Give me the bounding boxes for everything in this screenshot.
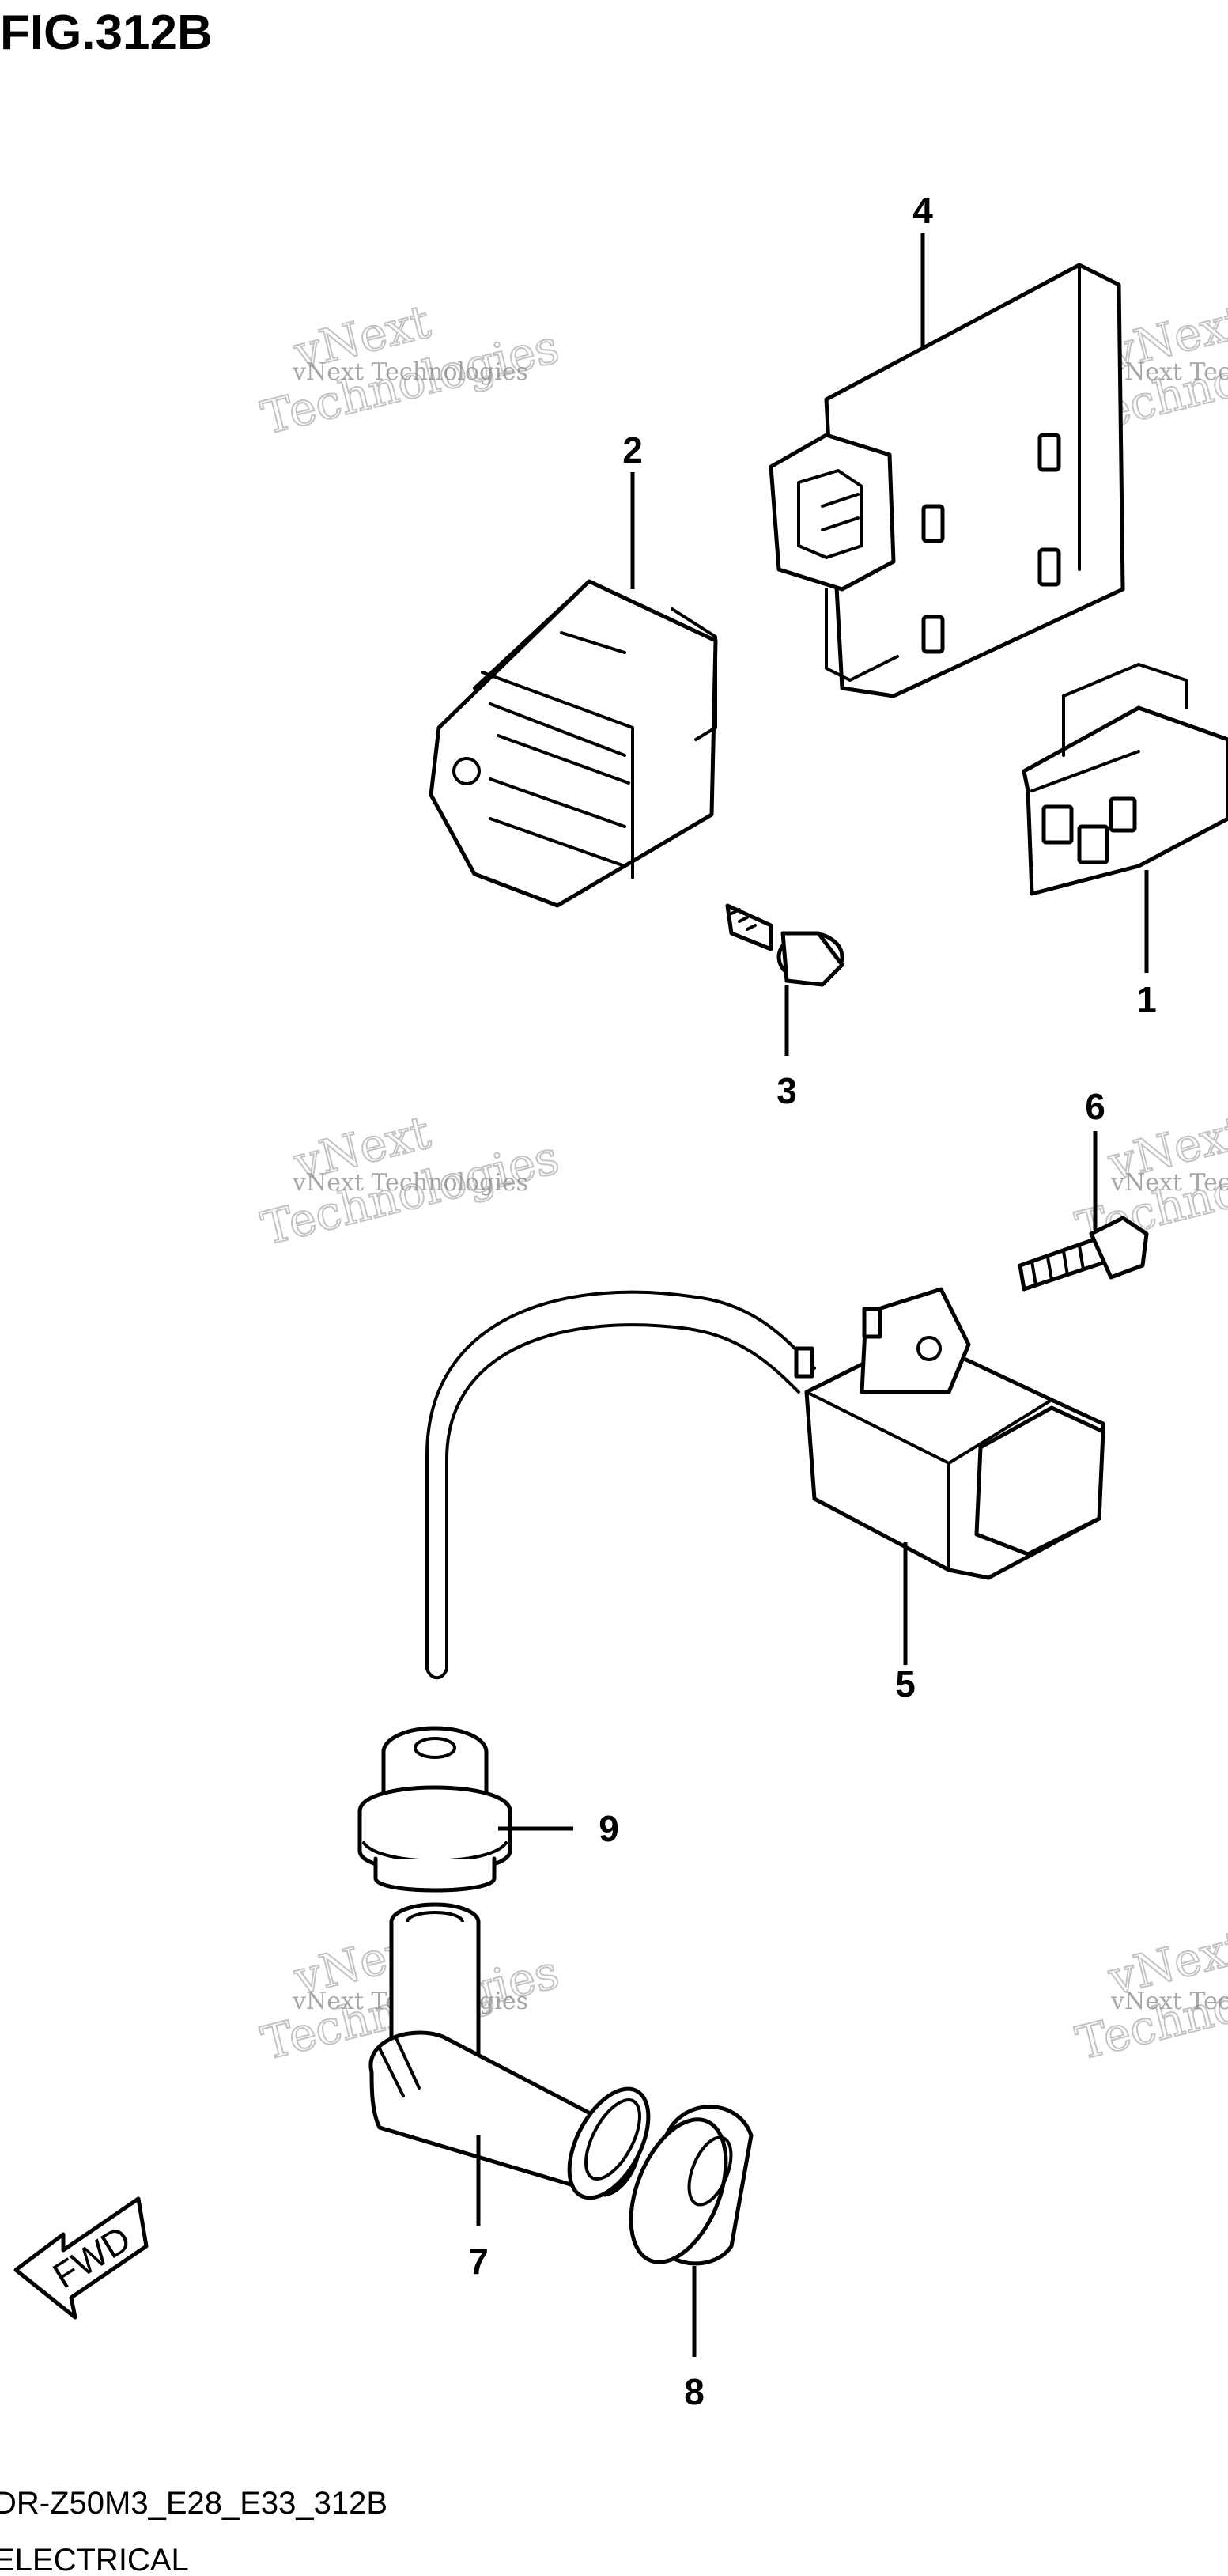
part-4-cdi-unit	[769, 263, 1125, 698]
callout-6: 6	[1085, 1086, 1105, 1127]
fwd-direction-marker: FWD	[13, 2196, 149, 2320]
watermark-text: vNext Technologies	[1110, 358, 1228, 386]
watermark-text: vNext Technologies	[1110, 1988, 1228, 2015]
callout-2: 2	[622, 429, 643, 471]
callout-3: 3	[776, 1070, 797, 1111]
callout-4: 4	[912, 190, 933, 231]
part-6-bolt	[1018, 1216, 1149, 1292]
part-5-ignition-coil	[425, 1287, 1105, 1680]
watermark-text: vNext Technologies	[292, 1169, 528, 1197]
callout-1: 1	[1136, 979, 1157, 1020]
part-9-grommet	[357, 1726, 512, 1893]
watermark-text: vNext Technologies	[1110, 1169, 1228, 1197]
part-3-bolt	[725, 903, 844, 987]
callout-7: 7	[468, 2241, 489, 2282]
figure-code: DR-Z50M3_E28_E33_312B	[0, 2486, 387, 2521]
callout-5: 5	[895, 1663, 916, 1704]
watermark-text: vNext Technologies	[292, 358, 528, 386]
callout-9: 9	[599, 1808, 619, 1849]
part-7-plug-cap	[368, 1902, 651, 2200]
figure-title: FIG.312B	[0, 6, 213, 60]
part-2-regulator	[429, 579, 718, 908]
figure-section: ELECTRICAL	[0, 2543, 189, 2576]
part-1-coupler	[1022, 663, 1228, 896]
part-8-seal	[629, 2105, 754, 2266]
callout-8: 8	[684, 2371, 705, 2412]
